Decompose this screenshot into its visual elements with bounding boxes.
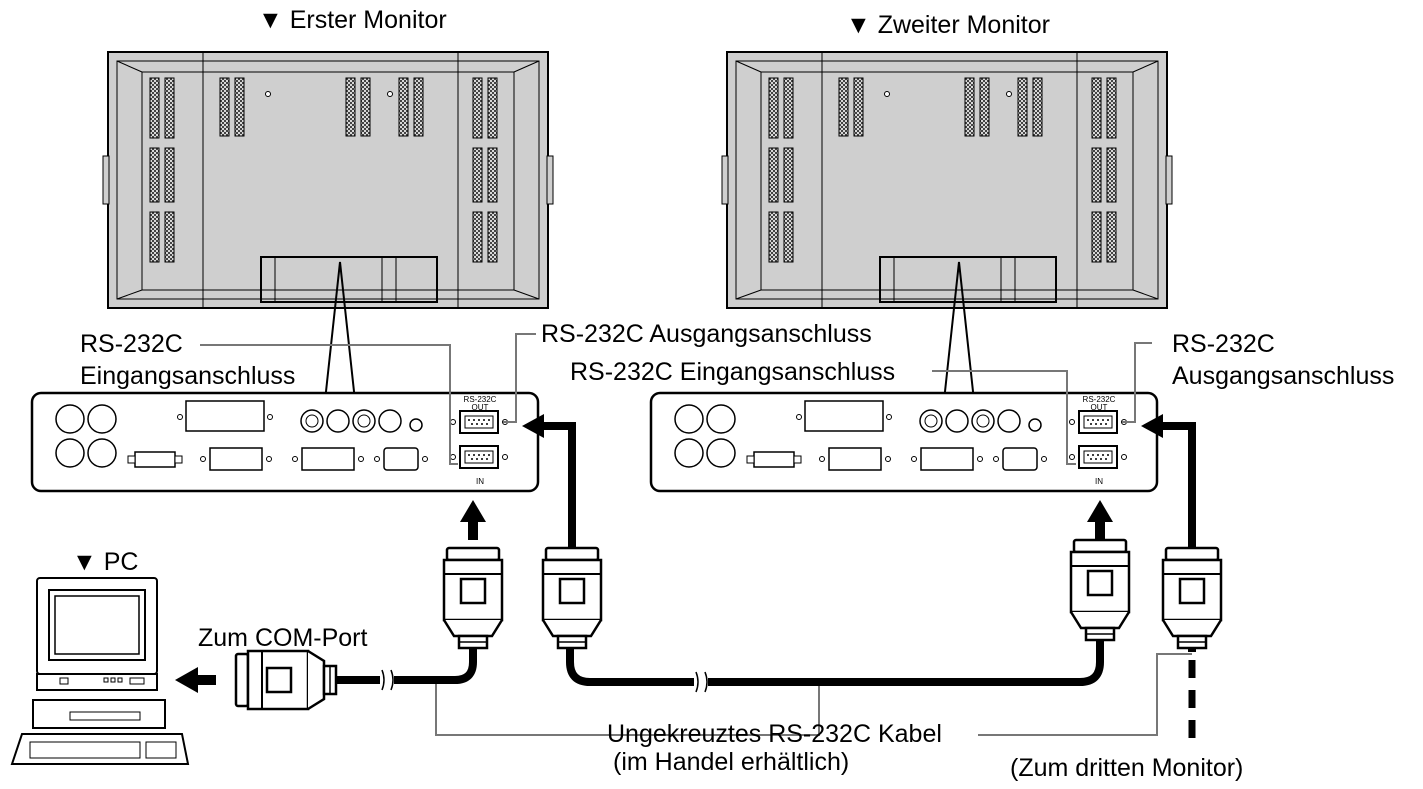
second-panel-out-label: OUT [1091, 403, 1108, 412]
connector-second-out [1161, 546, 1223, 650]
first-monitor-title: ▼ Erster Monitor [258, 6, 447, 34]
connector-pc-com [234, 649, 338, 711]
first-out-label: RS-232C Ausgangsanschluss [541, 320, 872, 348]
first-panel-in-label: IN [476, 477, 484, 486]
cable-break-marks [380, 669, 708, 693]
arrow-into-first-out [522, 414, 544, 438]
arrow-into-first-in [460, 500, 486, 522]
pc-computer [10, 577, 190, 765]
second-out-label-line2: Ausgangsanschluss [1172, 362, 1395, 390]
second-out-label-line1: RS-232C [1172, 330, 1275, 358]
second-panel-in-label: IN [1095, 477, 1103, 486]
arrow-into-second-out [1141, 414, 1163, 438]
third-monitor-label: (Zum dritten Monitor) [1010, 754, 1244, 782]
second-monitor-terminal-panel [649, 391, 1159, 493]
first-monitor-zoom-lines [319, 261, 361, 448]
leader-lines [200, 333, 1192, 736]
first-monitor-terminal-panel [30, 391, 540, 493]
first-panel-rs232c-label: RS-232C [464, 395, 497, 404]
first-monitor-back [102, 51, 554, 309]
second-monitor-zoom-lines [938, 261, 980, 448]
cable-label-line2: (im Handel erhältlich) [613, 748, 850, 776]
first-in-label-line2: Eingangsanschluss [80, 362, 296, 390]
first-in-label-line1: RS-232C [80, 330, 183, 358]
second-monitor-title: ▼ Zweiter Monitor [846, 11, 1050, 39]
pc-title: ▼ PC [72, 548, 139, 576]
connector-first-in [442, 546, 504, 650]
arrow-into-second-in [1087, 500, 1113, 522]
cable-label-line1: Ungekreuztes RS-232C Kabel [607, 720, 942, 748]
second-panel-rs232c-label: RS-232C [1083, 395, 1116, 404]
connector-second-in [1069, 538, 1131, 642]
connector-first-out [541, 546, 603, 650]
second-in-label: RS-232C Eingangsanschluss [570, 358, 896, 386]
second-monitor-back [721, 51, 1173, 309]
signal-arrows [175, 414, 1163, 693]
arrow-to-pc [175, 667, 198, 693]
com-port-label: Zum COM-Port [198, 624, 368, 652]
first-panel-out-label: OUT [472, 403, 489, 412]
